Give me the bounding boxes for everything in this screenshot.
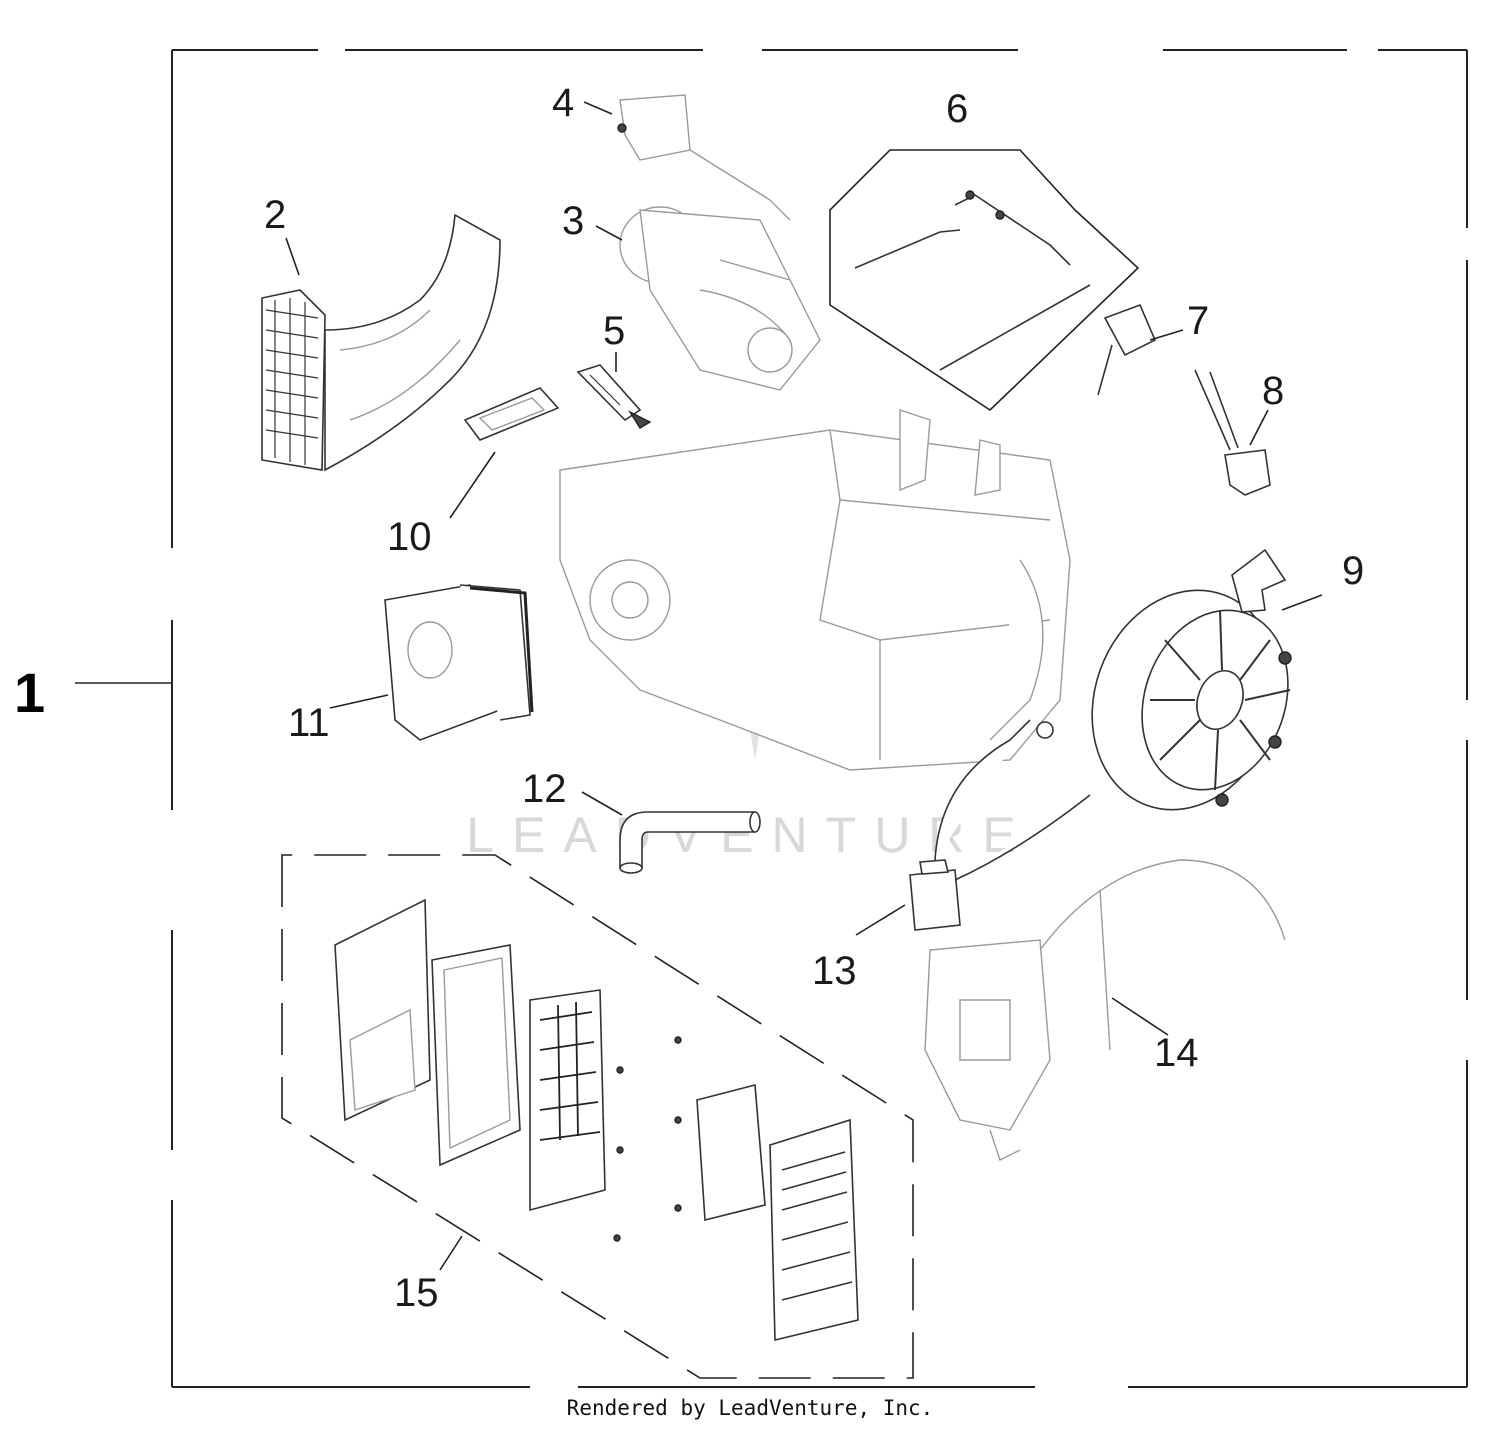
callout-6: 6: [946, 87, 968, 131]
leader-8: [1249, 409, 1269, 446]
leader-11: [329, 694, 389, 709]
leader-14: [1111, 997, 1169, 1036]
callout-2: 2: [264, 193, 286, 237]
callout-8: 8: [1262, 369, 1284, 413]
leader-9: [1281, 594, 1323, 611]
callout-11: 11: [288, 701, 330, 745]
footer-credit: Rendered by LeadVenture, Inc.: [566, 1396, 934, 1420]
leader-12: [581, 791, 623, 816]
leader-10: [449, 451, 496, 519]
callout-4: 4: [552, 81, 574, 125]
callout-5: 5: [603, 309, 625, 353]
part-2-blower-housing: [261, 213, 501, 472]
callout-3: 3: [562, 199, 584, 243]
part-13-ignition-coil: [909, 719, 1091, 931]
part-12-hose: [619, 811, 761, 874]
part-9-recoil-starter: [1091, 548, 1292, 811]
part-6-governor-kit: [829, 149, 1140, 412]
part-5-spark-plug: [576, 364, 652, 429]
engine-block: [559, 409, 1071, 771]
callout-10: 10: [387, 515, 432, 559]
part-10-gasket: [463, 387, 560, 441]
callout-7: 7: [1187, 299, 1209, 343]
part-3-cylinder-head: [619, 206, 821, 391]
callout-12: 12: [522, 767, 567, 811]
part-15-air-filter-kit: [281, 854, 914, 1379]
part-14-carburetor: [924, 859, 1286, 1161]
leader-2: [285, 237, 300, 276]
callout-1: 1: [14, 661, 45, 724]
leader-3: [595, 225, 623, 241]
leader-7: [1149, 329, 1184, 341]
leader-15: [439, 1235, 463, 1271]
leader-13: [855, 904, 906, 936]
callout-13: 13: [812, 949, 857, 993]
callout-14: 14: [1154, 1031, 1199, 1075]
assembly-frame: [171, 49, 1468, 1388]
part-4-breather: [617, 94, 791, 221]
callout-15: 15: [394, 1271, 439, 1315]
part-7-dipstick: [1097, 303, 1157, 396]
leader-4: [583, 101, 613, 115]
callout-9: 9: [1342, 549, 1364, 593]
part-8-oil-sensor: [1194, 369, 1271, 496]
part-11-muffler: [384, 584, 534, 741]
